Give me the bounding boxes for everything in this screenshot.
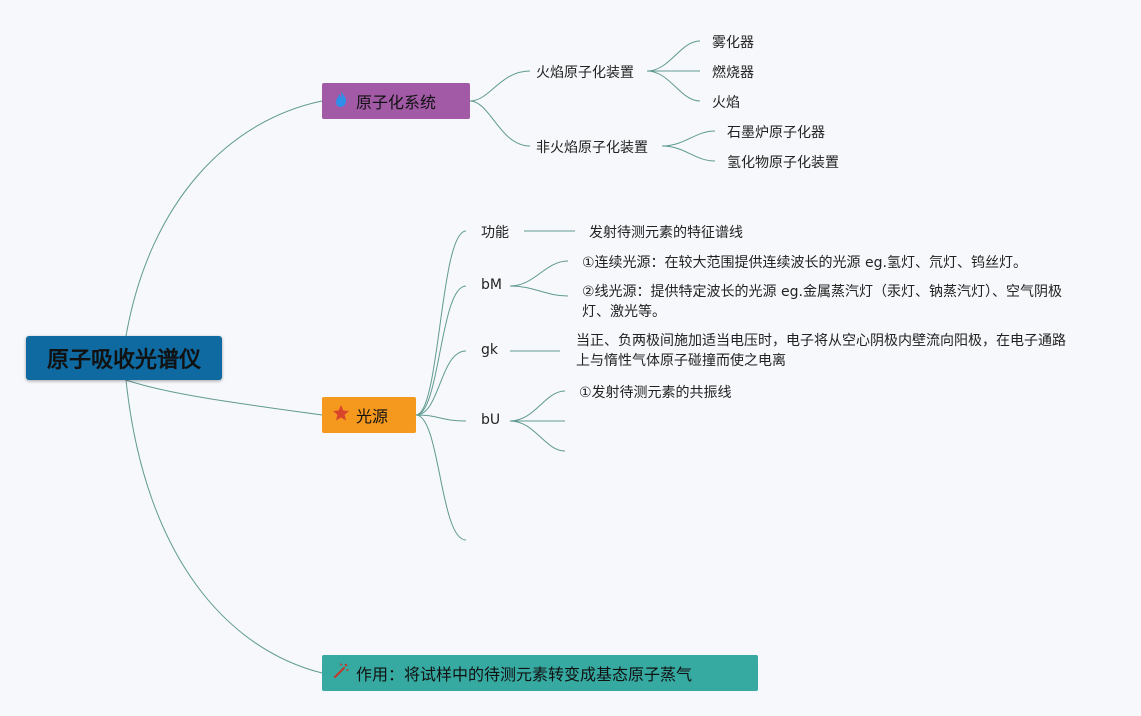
bu-item-1[interactable]: ①发射待测元素的共振线 (579, 385, 732, 401)
nonflame-device-label: 非火焰原子化装置 (536, 140, 648, 156)
branch-light-source-label: 光源 (356, 407, 389, 426)
gk-desc[interactable]: 当正、负两极间施加适当电压时，电子将从空心阴极内壁流向阳极，在电子通路上与惰性气… (576, 333, 1066, 369)
bm-item-2[interactable]: ②线光源：提供特定波长的光源 eg.金属蒸汽灯（汞灯、钠蒸汽灯）、空气阴极灯、激… (582, 284, 1062, 320)
branch-light-source[interactable]: 光源 (322, 397, 416, 433)
branch-atomization[interactable]: 原子化系统 (322, 83, 470, 119)
gk-node[interactable]: gk (481, 342, 498, 358)
nonflame-item-2[interactable]: 氢化物原子化装置 (727, 155, 839, 171)
flame-item-3[interactable]: 火焰 (712, 95, 740, 111)
flame-device-node[interactable]: 火焰原子化装置 (536, 62, 634, 82)
flame-icon (332, 90, 350, 112)
branch-function-note-label: 作用：将试样中的待测元素转变成基态原子蒸气 (356, 665, 693, 684)
flame-item-2[interactable]: 燃烧器 (712, 65, 754, 81)
bm-item-1[interactable]: ①连续光源：在较大范围提供连续波长的光源 eg.氢灯、氘灯、钨丝灯。 (582, 255, 1027, 271)
root-node[interactable]: 原子吸收光谱仪 (26, 336, 222, 380)
flame-item-1[interactable]: 雾化器 (712, 35, 754, 51)
branch-function-note[interactable]: 作用：将试样中的待测元素转变成基态原子蒸气 (322, 655, 758, 691)
nonflame-device-node[interactable]: 非火焰原子化装置 (536, 137, 648, 157)
flame-device-label: 火焰原子化装置 (536, 65, 634, 81)
bm-node[interactable]: bM (481, 277, 502, 293)
nonflame-item-1[interactable]: 石墨炉原子化器 (727, 125, 825, 141)
magic-wand-icon (332, 662, 350, 684)
function-desc[interactable]: 发射待测元素的特征谱线 (589, 225, 743, 241)
root-label: 原子吸收光谱仪 (46, 348, 201, 373)
star-icon (332, 404, 350, 426)
function-node[interactable]: 功能 (481, 225, 509, 241)
branch-atomization-label: 原子化系统 (356, 93, 437, 112)
bu-node[interactable]: bU (481, 412, 501, 428)
